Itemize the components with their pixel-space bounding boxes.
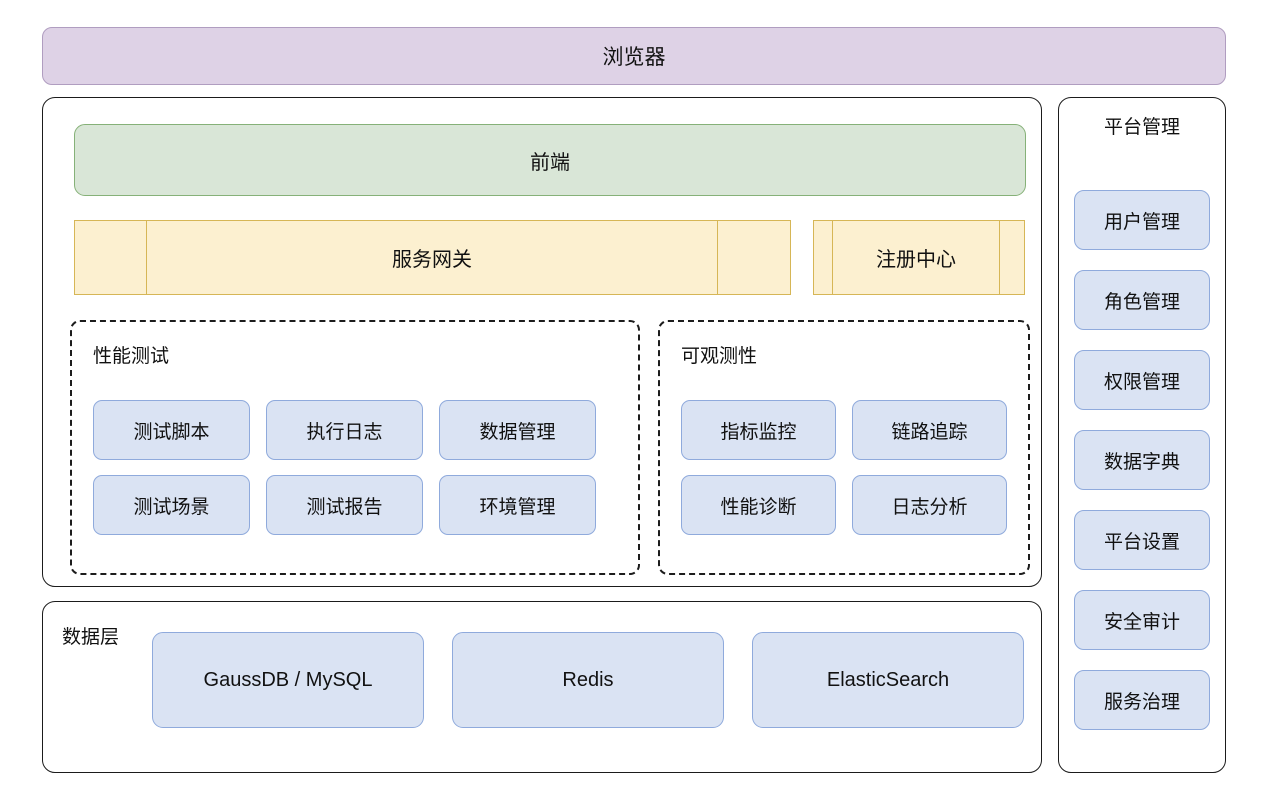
component-tab-right bbox=[999, 221, 1024, 294]
observability-group: 可观测性 指标监控 链路追踪 性能诊断 日志分析 bbox=[658, 320, 1030, 575]
performance-testing-title: 性能测试 bbox=[93, 346, 170, 367]
platform-management-title: 平台管理 bbox=[1103, 117, 1180, 138]
frontend-label: 前端 bbox=[530, 151, 570, 174]
module-execution-log[interactable]: 执行日志 bbox=[266, 400, 423, 460]
browser-label: 浏览器 bbox=[602, 46, 666, 69]
performance-testing-group: 性能测试 测试脚本 执行日志 数据管理 测试场景 测试报告 环境管理 bbox=[70, 320, 640, 575]
datastore-gaussdb-mysql[interactable]: GaussDB / MySQL bbox=[152, 632, 424, 728]
module-performance-diagnosis[interactable]: 性能诊断 bbox=[681, 475, 836, 535]
module-environment-management[interactable]: 环境管理 bbox=[439, 475, 596, 535]
component-tab-left bbox=[75, 221, 147, 294]
tile-row: 性能诊断 日志分析 bbox=[681, 475, 1007, 535]
platform-item-permission-management[interactable]: 权限管理 bbox=[1074, 350, 1210, 410]
platform-item-platform-settings[interactable]: 平台设置 bbox=[1074, 510, 1210, 570]
registry-center-label: 注册中心 bbox=[876, 249, 956, 271]
platform-item-data-dictionary[interactable]: 数据字典 bbox=[1074, 430, 1210, 490]
registry-center-body: 注册中心 bbox=[833, 221, 999, 294]
component-tab-right bbox=[717, 221, 790, 294]
module-test-script[interactable]: 测试脚本 bbox=[93, 400, 250, 460]
data-layer-title: 数据层 bbox=[62, 627, 120, 648]
tile-row: 测试场景 测试报告 环境管理 bbox=[93, 475, 617, 535]
tile-row: 指标监控 链路追踪 bbox=[681, 400, 1007, 460]
module-metrics-monitoring[interactable]: 指标监控 bbox=[681, 400, 836, 460]
registry-center-component: 注册中心 bbox=[813, 220, 1025, 295]
datastore-elasticsearch[interactable]: ElasticSearch bbox=[752, 632, 1024, 728]
module-data-management[interactable]: 数据管理 bbox=[439, 400, 596, 460]
platform-item-security-audit[interactable]: 安全审计 bbox=[1074, 590, 1210, 650]
observability-tiles: 指标监控 链路追踪 性能诊断 日志分析 bbox=[681, 400, 1007, 535]
browser-layer: 浏览器 bbox=[42, 27, 1226, 85]
service-gateway-component: 服务网关 bbox=[74, 220, 791, 295]
platform-item-user-management[interactable]: 用户管理 bbox=[1074, 190, 1210, 250]
service-gateway-label: 服务网关 bbox=[392, 249, 472, 271]
platform-management-list: 用户管理 角色管理 权限管理 数据字典 平台设置 安全审计 服务治理 bbox=[1074, 190, 1210, 730]
datastore-redis[interactable]: Redis bbox=[452, 632, 724, 728]
tile-row: 测试脚本 执行日志 数据管理 bbox=[93, 400, 617, 460]
platform-item-service-governance[interactable]: 服务治理 bbox=[1074, 670, 1210, 730]
observability-title: 可观测性 bbox=[681, 346, 758, 367]
platform-item-role-management[interactable]: 角色管理 bbox=[1074, 270, 1210, 330]
service-gateway-body: 服务网关 bbox=[147, 221, 717, 294]
frontend-block: 前端 bbox=[74, 124, 1026, 196]
module-log-analysis[interactable]: 日志分析 bbox=[852, 475, 1007, 535]
module-trace-tracking[interactable]: 链路追踪 bbox=[852, 400, 1007, 460]
module-test-scenario[interactable]: 测试场景 bbox=[93, 475, 250, 535]
data-layer-stores: GaussDB / MySQL Redis ElasticSearch bbox=[152, 632, 1024, 728]
performance-testing-tiles: 测试脚本 执行日志 数据管理 测试场景 测试报告 环境管理 bbox=[93, 400, 617, 535]
component-tab-left bbox=[814, 221, 833, 294]
module-test-report[interactable]: 测试报告 bbox=[266, 475, 423, 535]
